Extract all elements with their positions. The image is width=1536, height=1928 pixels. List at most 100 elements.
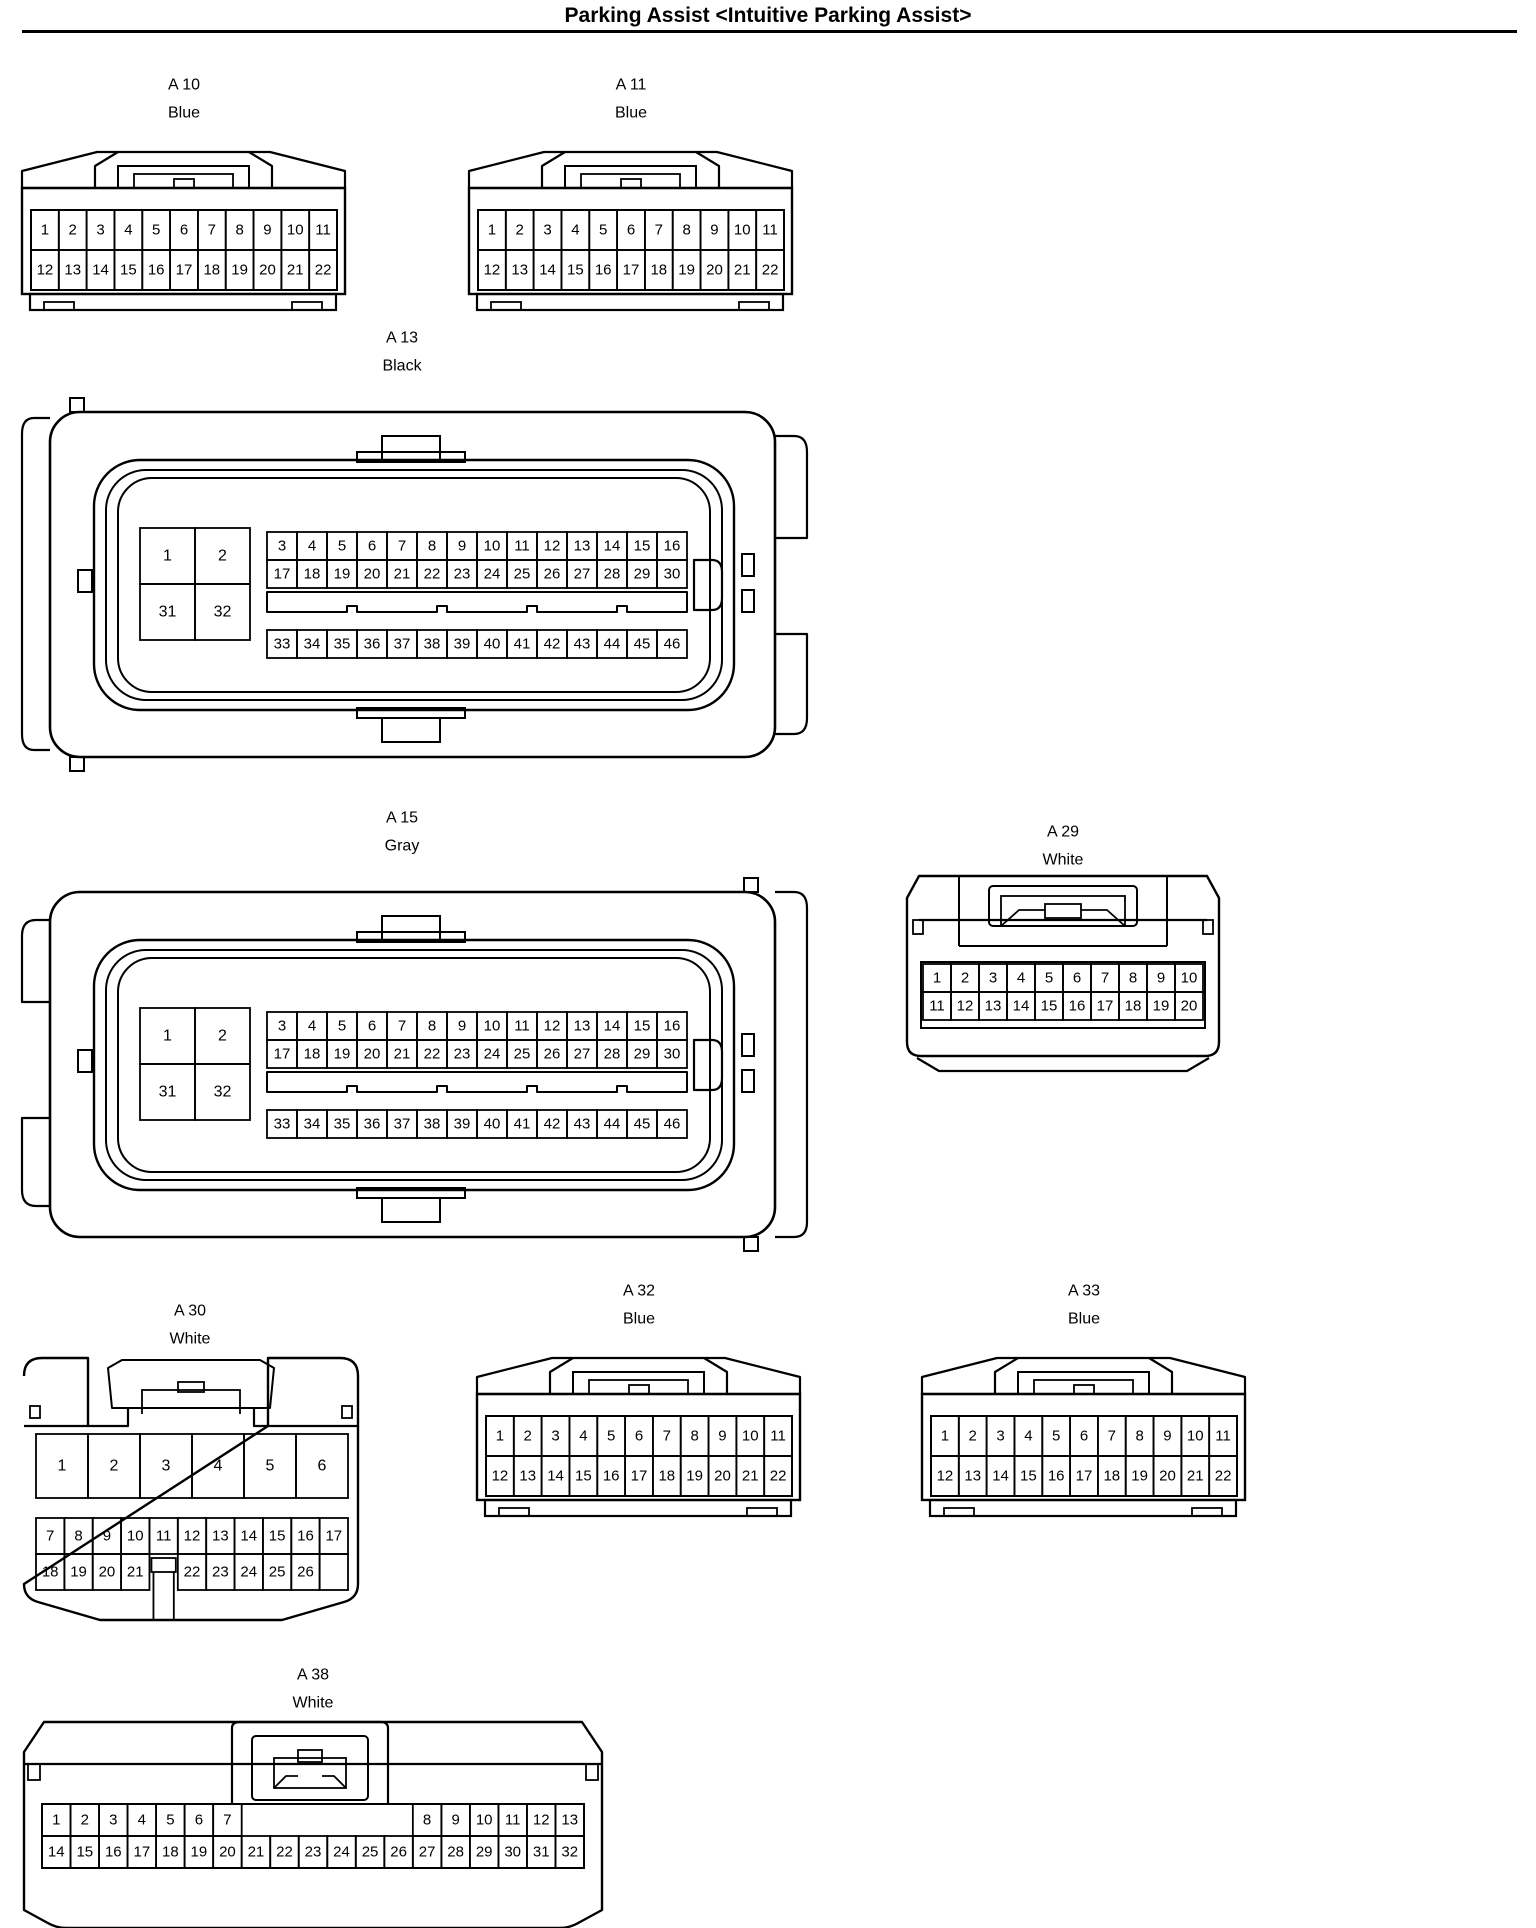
pin-cell: 13 — [566, 1011, 598, 1041]
pin-number: 19 — [191, 1844, 208, 1861]
pin-cell: 2 — [504, 209, 535, 251]
pin-cell: 20 — [356, 1039, 388, 1069]
pin-cell: 9 — [707, 1415, 738, 1457]
pin-number: 42 — [544, 636, 561, 653]
pin-number: 22 — [762, 262, 779, 279]
pin-cell: 12 — [30, 249, 60, 291]
pin-number: 1 — [163, 548, 172, 565]
pin-cell: 13 — [566, 531, 598, 561]
pin-cell: 12 — [526, 1803, 557, 1837]
pin-number: 23 — [454, 1046, 471, 1063]
pin-cell: 18 — [1118, 991, 1148, 1021]
pin-cell: 12 — [536, 1011, 568, 1041]
pin-cell: 26 — [536, 1039, 568, 1069]
pin-cell: 7 — [386, 1011, 418, 1041]
connector-shell — [905, 874, 1221, 1073]
pin-number: 21 — [742, 1468, 759, 1485]
pin-number: 41 — [514, 1116, 531, 1133]
pin-cell: 4 — [568, 1415, 599, 1457]
pin-cell: 30 — [656, 1039, 688, 1069]
pin-number: 21 — [394, 1046, 411, 1063]
pin-cell: 4 — [126, 1803, 158, 1837]
pin-number: 15 — [1041, 998, 1058, 1015]
pin-number: 20 — [219, 1844, 236, 1861]
pin-number: 16 — [148, 262, 165, 279]
pin-cell: 8 — [416, 1011, 448, 1041]
pin-number: 17 — [176, 262, 193, 279]
pin-cell: 4 — [296, 531, 328, 561]
pin-number: 1 — [163, 1028, 172, 1045]
pin-number: 8 — [423, 1812, 431, 1829]
pin-number: 17 — [623, 262, 640, 279]
connector-id: A 32 — [623, 1283, 655, 1300]
pin-number: 45 — [634, 1116, 651, 1133]
pin-number: 8 — [1135, 1428, 1143, 1445]
connector-color: Black — [382, 358, 422, 375]
connector-shell — [20, 877, 809, 1252]
pin-cell: 20 — [707, 1455, 738, 1497]
pin-number: 13 — [511, 262, 528, 279]
pin-number: 11 — [514, 1018, 530, 1035]
pin-number: 22 — [770, 1468, 787, 1485]
pin-cell: 31 — [139, 583, 196, 641]
pin-number: 8 — [428, 538, 436, 555]
pin-cell: 37 — [386, 629, 418, 659]
pin-cell: 13 — [978, 991, 1008, 1021]
pin-number: 12 — [484, 262, 501, 279]
pin-cell: 12 — [485, 1455, 515, 1497]
page-title: Parking Assist <Intuitive Parking Assist… — [564, 4, 972, 27]
pin-cell: 8 — [411, 1803, 443, 1837]
pin-number: 8 — [1129, 970, 1137, 987]
pin-cell: 5 — [141, 209, 171, 251]
pin-number: 2 — [218, 1028, 227, 1045]
pin-number: 31 — [533, 1844, 550, 1861]
pin-number: 16 — [664, 1018, 681, 1035]
pin-number: 11 — [1215, 1428, 1231, 1445]
pin-cell: 11 — [1208, 1415, 1238, 1457]
pin-cell: 37 — [386, 1109, 418, 1139]
pin-number: 20 — [706, 262, 723, 279]
pin-cell: 21 — [280, 249, 311, 291]
pin-number: 8 — [428, 1018, 436, 1035]
pin-cell: 45 — [626, 1109, 658, 1139]
pin-cell: 17 — [126, 1835, 158, 1869]
pin-number: 15 — [634, 1018, 651, 1035]
pin-number: 28 — [604, 566, 621, 583]
pin-cell: 15 — [69, 1835, 100, 1869]
pin-cell: 26 — [383, 1835, 414, 1869]
pin-number: 14 — [1013, 998, 1030, 1015]
pin-number: 22 — [424, 566, 441, 583]
connector-shell — [20, 150, 347, 312]
pin-cell: 2 — [194, 527, 251, 585]
pin-cell: 3 — [139, 1433, 193, 1499]
pin-cell: 18 — [197, 249, 227, 291]
pin-cell: 15 — [1013, 1455, 1044, 1497]
pin-cell: 45 — [626, 629, 658, 659]
pin-cell: 9 — [1146, 963, 1176, 993]
pin-number: 10 — [742, 1428, 759, 1445]
pin-cell: 16 — [98, 1835, 129, 1869]
pin-number: 2 — [969, 1428, 977, 1445]
pin-cell: 29 — [626, 1039, 658, 1069]
pin-cell: 5 — [243, 1433, 297, 1499]
pin-cell: 13 — [554, 1803, 585, 1837]
pin-cell: 21 — [386, 1039, 418, 1069]
pin-number: 22 — [1215, 1468, 1232, 1485]
pin-number: 6 — [318, 1458, 327, 1475]
pin-cell: 20 — [699, 249, 730, 291]
pin-number: 30 — [664, 566, 681, 583]
pin-cell: 18 — [644, 249, 674, 291]
pin-number: 19 — [334, 566, 351, 583]
pin-cell: 22 — [763, 1455, 793, 1497]
pin-cell: 3 — [985, 1415, 1016, 1457]
pin-cell: 22 — [416, 559, 448, 589]
pin-number: 16 — [664, 538, 681, 555]
pin-cell: 16 — [1041, 1455, 1071, 1497]
connector-id: A 29 — [1047, 824, 1079, 841]
pin-number: 6 — [635, 1428, 643, 1445]
